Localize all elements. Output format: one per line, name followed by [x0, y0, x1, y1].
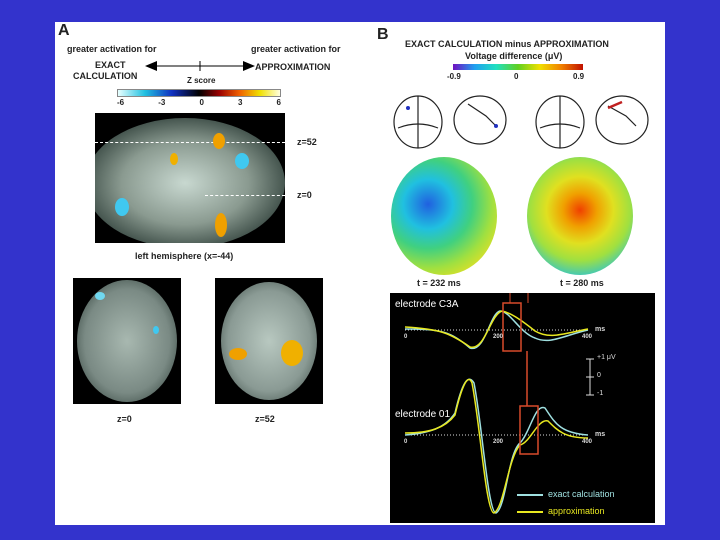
z-score-colorbar: [117, 89, 281, 97]
topographic-map-280ms: [527, 157, 633, 275]
tick: -6: [117, 98, 125, 107]
scale-label: +1 μV: [597, 354, 616, 361]
z0-label: z=0: [297, 190, 312, 200]
left-condition-1: EXACT: [95, 60, 126, 70]
z-score-title: Z score: [187, 76, 216, 85]
tick: 6: [276, 98, 281, 107]
map-caption-232: t = 232 ms: [417, 278, 461, 288]
axial-brain-z52: [215, 278, 323, 404]
panel-b-label: B: [377, 26, 389, 43]
axis-tick: 400: [582, 439, 593, 445]
voltage-tick: 0: [514, 72, 519, 81]
map-caption-280: t = 280 ms: [560, 278, 604, 288]
axis-tick: 0: [404, 334, 408, 340]
axis-tick: 200: [493, 334, 504, 340]
axis-unit: ms: [595, 326, 606, 333]
axis-tick: 400: [582, 334, 593, 340]
sagittal-caption: left hemisphere (x=-44): [135, 251, 234, 261]
right-condition: APPROXIMATION: [255, 62, 331, 72]
axial-caption-z52: z=52: [255, 414, 275, 424]
scale-label: -1: [597, 390, 604, 397]
tick: 0: [199, 98, 204, 107]
topographic-map-232ms: [391, 157, 497, 275]
erp-waveform-panel: electrode C3A electrode 01 0 200 400 ms …: [390, 293, 655, 523]
tick: 3: [237, 98, 243, 107]
z-score-ticks: -6 -3 0 3 6: [117, 98, 281, 107]
erp-traces: [404, 293, 594, 514]
voltage-tick: -0.9: [447, 72, 461, 81]
figure: A greater activation for EXACT CALCULATI…: [55, 22, 665, 525]
axis-tick: 0: [404, 439, 408, 445]
z52-label: z=52: [297, 137, 317, 147]
left-caption: greater activation for: [67, 44, 157, 54]
double-arrow-icon: [145, 61, 255, 71]
legend-exact: exact calculation: [548, 489, 615, 499]
electrode-c3a-label: electrode C3A: [395, 299, 459, 310]
axial-caption-z0: z=0: [117, 414, 132, 424]
panel-b-title: EXACT CALCULATION minus APPROXIMATION: [405, 39, 609, 49]
legend-approx: approximation: [548, 506, 605, 516]
electrode-01-label: electrode 01: [395, 409, 451, 420]
panel-b-subtitle: Voltage difference (μV): [465, 51, 563, 61]
panel-a-label: A: [58, 22, 70, 39]
voltage-colorbar: [453, 64, 583, 70]
electrode-head-diagrams: [393, 95, 649, 149]
axis-tick: 200: [493, 439, 504, 445]
voltage-tick: 0.9: [573, 72, 585, 81]
tick: -3: [158, 98, 166, 107]
axial-brain-z0: [73, 278, 181, 404]
right-caption: greater activation for: [251, 44, 341, 54]
axis-unit: ms: [595, 431, 606, 438]
sagittal-brain-image: [95, 113, 285, 243]
scale-label: 0: [597, 372, 601, 379]
left-condition-2: CALCULATION: [73, 71, 138, 81]
